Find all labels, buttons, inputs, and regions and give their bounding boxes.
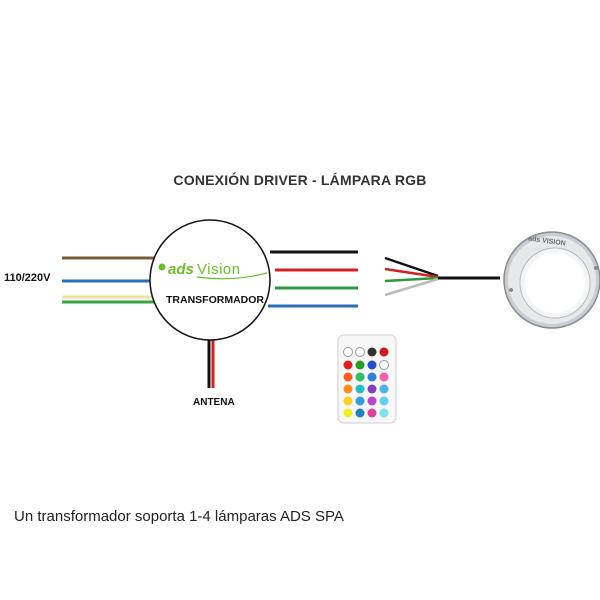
svg-text:ads: ads — [168, 261, 194, 278]
caption-text: Un transformador soporta 1-4 lámparas AD… — [14, 508, 344, 525]
transformer-circle — [149, 219, 271, 341]
diagram-title: CONEXIÓN DRIVER - LÁMPARA RGB — [173, 172, 427, 188]
input-voltage-label: 110/220V — [4, 272, 51, 284]
ads-vision-logo-graphic: ads Vision — [158, 261, 268, 280]
ads-vision-logo: ads Vision — [157, 259, 272, 281]
svg-text:Vision: Vision — [197, 261, 241, 278]
lamp-screw-left — [509, 288, 513, 292]
rgb-lamp — [503, 231, 600, 329]
lamp-cable-fan — [384, 256, 500, 297]
transformer-label: TRANSFORMADOR — [166, 294, 264, 306]
input-wires — [62, 256, 165, 304]
antenna-wire — [207, 338, 215, 388]
output-wires — [268, 250, 358, 308]
remote-control — [337, 334, 397, 424]
antenna-label: ANTENA — [193, 397, 235, 408]
lamp-screw-right — [594, 266, 598, 270]
